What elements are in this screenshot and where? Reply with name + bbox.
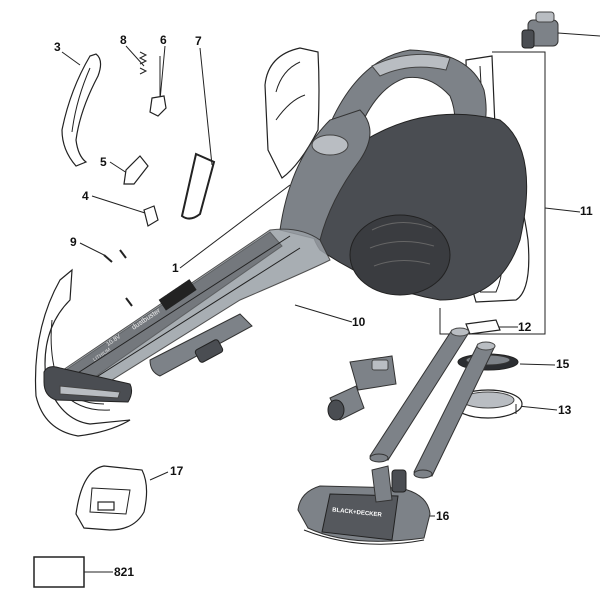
button-part-5	[123, 155, 149, 185]
rear-housing-part	[264, 47, 320, 179]
part-number-3: 3	[54, 40, 61, 54]
vacuum-main-body	[43, 49, 528, 403]
part-number-6: 6	[160, 33, 167, 47]
floor-head-part-16	[297, 465, 431, 545]
part-number-4: 4	[82, 189, 89, 203]
part-number-10: 10	[352, 315, 366, 329]
part-number-12: 12	[518, 320, 532, 334]
part-number-7: 7	[195, 34, 202, 48]
extension-tubes	[369, 327, 496, 479]
part-number-15: 15	[556, 357, 570, 371]
screws-part-9	[103, 249, 133, 307]
logo-plate	[158, 279, 197, 311]
crevice-adapter	[327, 355, 397, 421]
spring-part-8	[138, 51, 148, 75]
filter-plate-part-12	[465, 319, 501, 335]
handle-trim-part-3	[61, 53, 102, 167]
wall-bracket-part-17	[75, 465, 148, 531]
part-number-8: 8	[120, 33, 127, 47]
part-number-5: 5	[100, 155, 107, 169]
part-number-16: 16	[436, 509, 450, 523]
part-821-box	[33, 556, 85, 588]
part-number-13: 13	[558, 403, 572, 417]
clip-part-4	[143, 205, 159, 227]
part-number-11: 11	[580, 204, 593, 218]
part-number-821: 821	[114, 565, 135, 579]
part-number-17: 17	[170, 464, 184, 478]
part-number-1: 1	[172, 261, 179, 275]
seal-part-7	[180, 152, 216, 220]
latch-part-6	[149, 56, 167, 117]
motor-part	[521, 11, 600, 49]
part-number-9: 9	[70, 235, 77, 249]
